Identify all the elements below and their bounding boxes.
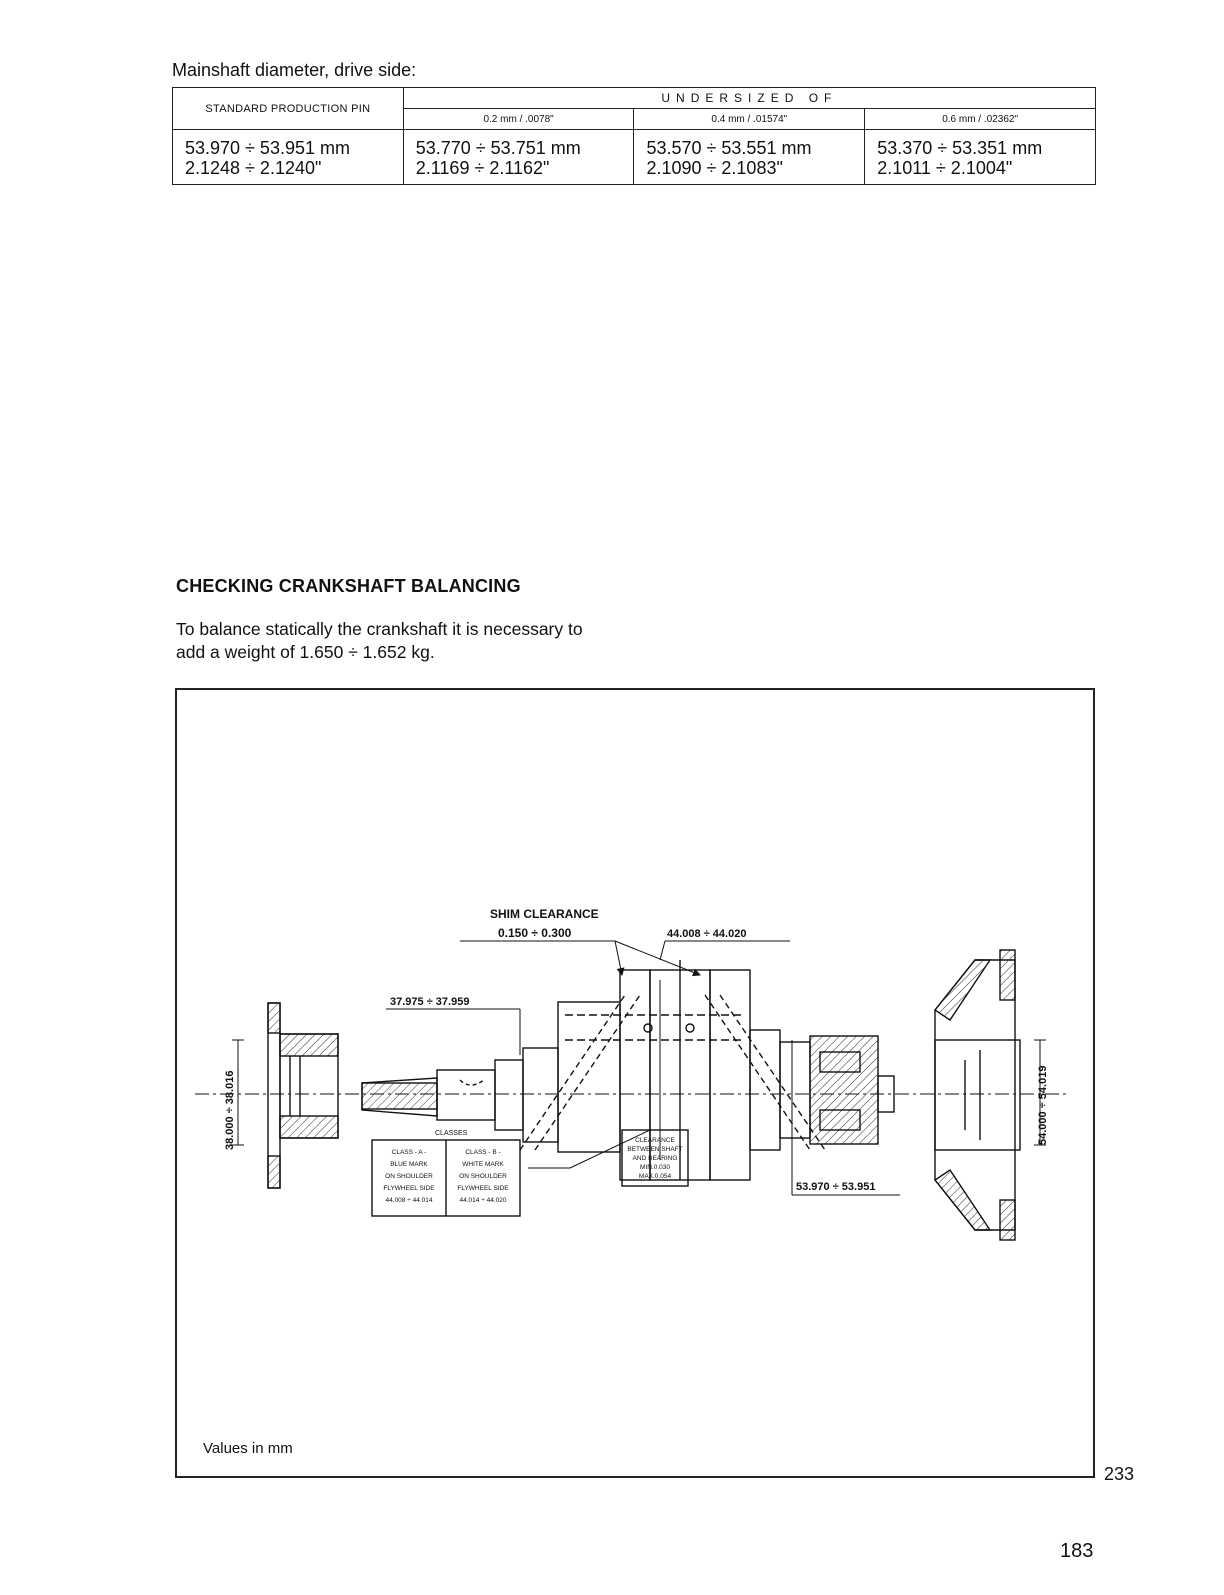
class-b-line: CLASS - B - bbox=[465, 1149, 500, 1156]
clearance-line: MIN.0.030 bbox=[640, 1164, 670, 1171]
dim-38-label: 38.000 ÷ 38.016 bbox=[224, 1071, 236, 1150]
figure-number: 233 bbox=[1104, 1464, 1135, 1484]
class-a-line: FLYWHEEL SIDE bbox=[383, 1185, 435, 1192]
mainshaft-diameter-table: STANDARD PRODUCTION PIN UNDERSIZED OF 0.… bbox=[172, 87, 1097, 185]
value-mm: 53.370 ÷ 53.351 mm bbox=[877, 138, 1043, 158]
page-number: 183 bbox=[1060, 1540, 1094, 1562]
class-a-line: BLUE MARK bbox=[390, 1161, 428, 1168]
right-crankcase-part bbox=[933, 949, 1021, 1241]
class-a-line: ON SHOULDER bbox=[385, 1173, 433, 1180]
left-flange-part bbox=[267, 1002, 339, 1189]
standard-header: STANDARD PRODUCTION PIN bbox=[172, 87, 404, 130]
dim-44-label: 44.008 ÷ 44.020 bbox=[667, 928, 746, 940]
class-b-line: ON SHOULDER bbox=[459, 1173, 507, 1180]
clearance-line: BETWEEN SHAFT bbox=[627, 1146, 682, 1153]
dimension-lines bbox=[232, 940, 1046, 1196]
shim-clearance-value: 0.150 ÷ 0.300 bbox=[498, 926, 572, 940]
intro-text: Mainshaft diameter, drive side: bbox=[172, 60, 417, 80]
class-a-line: CLASS - A - bbox=[392, 1149, 427, 1156]
clearance-line: AND BEARING bbox=[633, 1155, 678, 1162]
value-mm: 53.770 ÷ 53.751 mm bbox=[415, 138, 581, 158]
value-inch: 2.1011 ÷ 2.1004" bbox=[877, 158, 1013, 178]
value-inch: 2.1169 ÷ 2.1162" bbox=[415, 158, 550, 178]
classes-title: CLASSES bbox=[435, 1130, 468, 1137]
value-inch: 2.1090 ÷ 2.1083" bbox=[646, 158, 783, 178]
section-title: CHECKING CRANKSHAFT BALANCING bbox=[176, 576, 521, 596]
section-text: To balance statically the crankshaft it … bbox=[176, 619, 583, 662]
clearance-line: MAX.0.054 bbox=[639, 1173, 672, 1180]
class-a-line: 44.008 ÷ 44.014 bbox=[386, 1197, 433, 1204]
value-mm: 53.570 ÷ 53.551 mm bbox=[646, 138, 812, 158]
class-b-line: 44.014 ÷ 44.020 bbox=[460, 1197, 507, 1204]
values-note: Values in mm bbox=[203, 1440, 293, 1457]
crankshaft-body bbox=[361, 960, 895, 1181]
classes-table bbox=[371, 1139, 521, 1217]
figure-frame bbox=[175, 688, 1095, 1478]
dim-37-label: 37.975 ÷ 37.959 bbox=[390, 996, 469, 1008]
value-mm: 53.970 ÷ 53.951 mm bbox=[185, 138, 350, 158]
class-b-line: FLYWHEEL SIDE bbox=[457, 1185, 509, 1192]
value-inch: 2.1248 ÷ 2.1240" bbox=[185, 158, 322, 178]
class-b-line: WHITE MARK bbox=[462, 1161, 504, 1168]
dim-54-label: 54.000 ÷ 54.019 bbox=[1037, 1066, 1049, 1145]
clearance-line: CLEARANCE bbox=[635, 1137, 675, 1144]
shim-clearance-label: SHIM CLEARANCE bbox=[490, 907, 599, 921]
clearance-box bbox=[621, 1129, 689, 1187]
dim-53-label: 53.970 ÷ 53.951 bbox=[796, 1181, 875, 1193]
